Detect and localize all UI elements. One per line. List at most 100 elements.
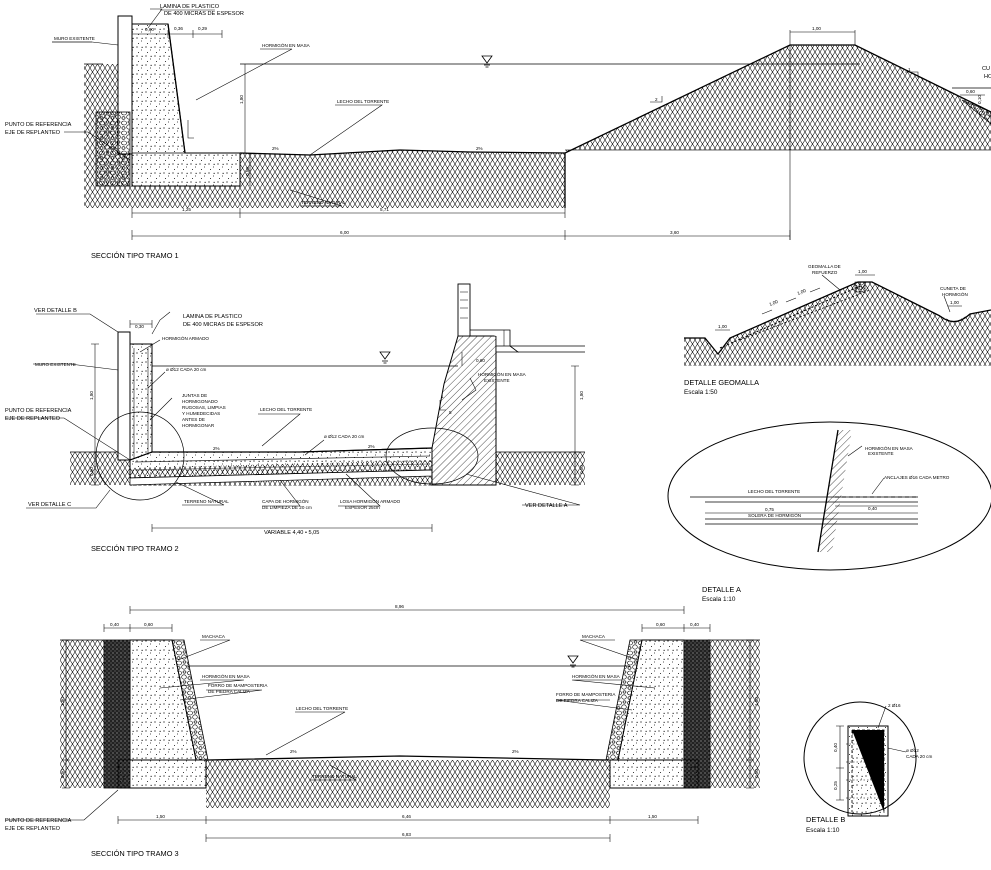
section-tramo-1: LAMINA DE PLASTICO DE 400 MICRAS DE ESPE… bbox=[5, 4, 991, 260]
detalle-geomalla: GEOMALLA DE REFUERZO CUNETA DE HORMIGÓN … bbox=[684, 264, 991, 396]
s2-lecho-label: LECHO DEL TORRENTE bbox=[260, 407, 312, 412]
section-tramo-3: 8,96 0,40 0,60 0,60 0,40 MACHACA MACHACA… bbox=[5, 604, 760, 858]
s3-dim-040a: 0,40 bbox=[110, 622, 119, 627]
s1-slope-ratio-2: 1 bbox=[908, 67, 911, 72]
s3-forro-1: FORRO DE MAMPOSTERIA bbox=[208, 683, 268, 688]
s2-slope-2b: 2% bbox=[368, 444, 375, 449]
s2-dim-180b: 1,80 bbox=[579, 391, 584, 400]
s1-slope-2b: 2% bbox=[476, 146, 483, 151]
s2-dim-030: 0,30 bbox=[135, 324, 144, 329]
geomalla-dim-c: 1,00 bbox=[950, 300, 959, 305]
s3-forro-4: DE PIEDRA CALIZA bbox=[556, 698, 599, 703]
geomalla-dim-e: 1,00 bbox=[797, 288, 808, 296]
s2-ver-detalle-a: VER DETALLE A bbox=[525, 503, 568, 509]
geomalla-dim-b: 1,00 bbox=[858, 269, 867, 274]
detb-o16: 2 Ø16 bbox=[888, 703, 901, 708]
s2-slope-5: 5 bbox=[449, 410, 452, 415]
detb-o12b: CADA 20 cm bbox=[906, 754, 932, 759]
s1-dim-600: 6,00 bbox=[340, 230, 349, 235]
s3-forro-3: FORRO DE MAMPOSTERIA bbox=[556, 692, 616, 697]
s1-punto-label: PUNTO DE REFERENCIA bbox=[5, 122, 72, 128]
deta-title: DETALLE A bbox=[702, 585, 741, 594]
s1-dim-180: 1,80 bbox=[239, 95, 244, 104]
s1-dim-010: 0,10 bbox=[977, 95, 982, 104]
s2-lamina-label-2: DE 400 MICRAS DE ESPESOR bbox=[183, 322, 263, 328]
s2-juntas-5: ANTES DE bbox=[182, 417, 205, 422]
s2-existente-label: EXISTENTE bbox=[484, 378, 510, 383]
deta-dim-040: 0,40 bbox=[868, 506, 877, 511]
s1-lamina-label: LAMINA DE PLASTICO bbox=[160, 4, 220, 10]
s3-dim-060b: 0,60 bbox=[656, 622, 665, 627]
s1-eje-label: EJE DE REPLANTEO bbox=[5, 130, 61, 136]
detalle-a: HORMIGÓN EN MASA EXISTENTE ANCLAJES Ø16 … bbox=[667, 421, 991, 603]
s2-juntas-3: RUGOSAS, LIMPIAS bbox=[182, 405, 226, 410]
s3-forro-2: DE PIEDRA CALIZA bbox=[208, 689, 251, 694]
s3-slope-2b: 2% bbox=[512, 749, 519, 754]
deta-lecho: LECHO DEL TORRENTE bbox=[748, 489, 800, 494]
s1-ho-label: HO bbox=[984, 74, 991, 80]
s2-capa-1: CAPA DE HORMIGÓN bbox=[262, 498, 309, 504]
s1-muro-label: MURO EXISTENTE bbox=[54, 36, 95, 41]
s1-dim-571: 5,71 bbox=[380, 207, 389, 212]
s2-juntas-1: JUNTAS DE bbox=[182, 393, 207, 398]
s1-dim-050: 0,50 bbox=[245, 167, 250, 176]
s2-dim-050: 0,50 bbox=[89, 467, 94, 476]
s3-dim-683: 6,83 bbox=[402, 832, 411, 837]
s2-terreno-label: TERRENO NATURAL bbox=[184, 499, 229, 504]
s2-eje-label: EJE DE REPLANTEO bbox=[5, 416, 61, 422]
s2-punto-label: PUNTO DE REFERENCIA bbox=[5, 408, 72, 414]
s1-slope-ratio: 2 bbox=[655, 97, 658, 102]
s2-o12b-label: ø Ø12 CADA 20 cm bbox=[324, 434, 365, 439]
s2-slope-2a: 2% bbox=[213, 446, 220, 451]
detb-scale: Escala 1:10 bbox=[806, 827, 840, 834]
deta-hmasa-1: HORMIGÓN EN MASA bbox=[865, 445, 914, 451]
s3-slope-2a: 2% bbox=[290, 749, 297, 754]
section-tramo-2: VER DETALLE B LAMINA DE PLASTICO DE 400 … bbox=[5, 283, 585, 553]
detb-dim-025: 0,25 bbox=[833, 781, 838, 790]
s1-terreno-label: TERRENO NATURAL bbox=[301, 200, 346, 205]
s1-dim-360: 3,60 bbox=[670, 230, 679, 235]
s2-slope-1: 1 bbox=[441, 394, 444, 399]
s2-juntas-6: HORMIGONAR bbox=[182, 423, 215, 428]
s1-cu-label: CU bbox=[982, 66, 990, 72]
s3-dim-180a: 1,80 bbox=[60, 697, 65, 706]
s1-lamina-label-2: DE 400 MICRAS DE ESPESOR bbox=[164, 11, 244, 17]
s1-dim-060b: 0,60 bbox=[966, 89, 975, 94]
s3-dim-040b: 0,40 bbox=[690, 622, 699, 627]
s3-machaca: MACHACA bbox=[202, 634, 226, 639]
s1-dim-029: 0,29 bbox=[198, 26, 207, 31]
deta-dim-075: 0,75 bbox=[765, 507, 774, 512]
s3-dim-150a: 1,50 bbox=[156, 814, 165, 819]
geomalla-scale: Escala 1:50 bbox=[684, 389, 718, 396]
s2-losa-2: ESPESOR 25cm bbox=[345, 505, 380, 510]
detb-title: DETALLE B bbox=[806, 815, 845, 824]
s2-o12-label: ø Ø12 CADA 20 cm bbox=[166, 367, 207, 372]
geomalla-label-1: GEOMALLA DE bbox=[808, 264, 841, 269]
s1-lecho-label: LECHO DEL TORRENTE bbox=[337, 99, 389, 104]
s2-harmado-label: HORMIGÓN ARMADO bbox=[162, 335, 209, 341]
s3-dim-050a: 0,50 bbox=[60, 769, 65, 778]
deta-anclajes: ANCLAJES Ø16 CADA METRO bbox=[884, 475, 950, 480]
s2-ver-detalle-b: VER DETALLE B bbox=[34, 308, 77, 314]
s1-dim-125: 1,25 bbox=[182, 207, 191, 212]
s2-dim-180: 1,80 bbox=[89, 391, 94, 400]
s2-muro-label: MURO EXISTENTE bbox=[35, 362, 76, 367]
s2-dim-050b: 0,50 bbox=[579, 465, 584, 474]
s3-terreno: TERRENO NATURAL bbox=[312, 774, 357, 779]
deta-hmasa-2: EXISTENTE bbox=[868, 451, 894, 456]
s1-slope-2a: 2% bbox=[272, 146, 279, 151]
s1-dim-060: 0,60 bbox=[145, 27, 154, 32]
geomalla-cuneta-1: CUNETA DE bbox=[940, 286, 966, 291]
detb-o12a: ø Ø12 bbox=[906, 748, 919, 753]
s3-dim-180b: 1,80 bbox=[754, 697, 759, 706]
deta-scale: Escala 1:10 bbox=[702, 596, 736, 603]
s2-hmasa-label: HORMIGÓN EN MASA bbox=[478, 371, 527, 377]
detb-dim-040: 0,40 bbox=[833, 743, 838, 752]
s3-dim-050b: 0,50 bbox=[754, 769, 759, 778]
detalle-b: 2 Ø16 ø Ø12 CADA 20 cm 0,40 0,25 DETALLE… bbox=[803, 701, 932, 834]
geomalla-cuneta-2: HORMIGÓN bbox=[942, 291, 968, 297]
s3-lecho: LECHO DEL TORRENTE bbox=[296, 706, 348, 711]
s3-punto: PUNTO DE REFERENCIA bbox=[5, 818, 72, 824]
